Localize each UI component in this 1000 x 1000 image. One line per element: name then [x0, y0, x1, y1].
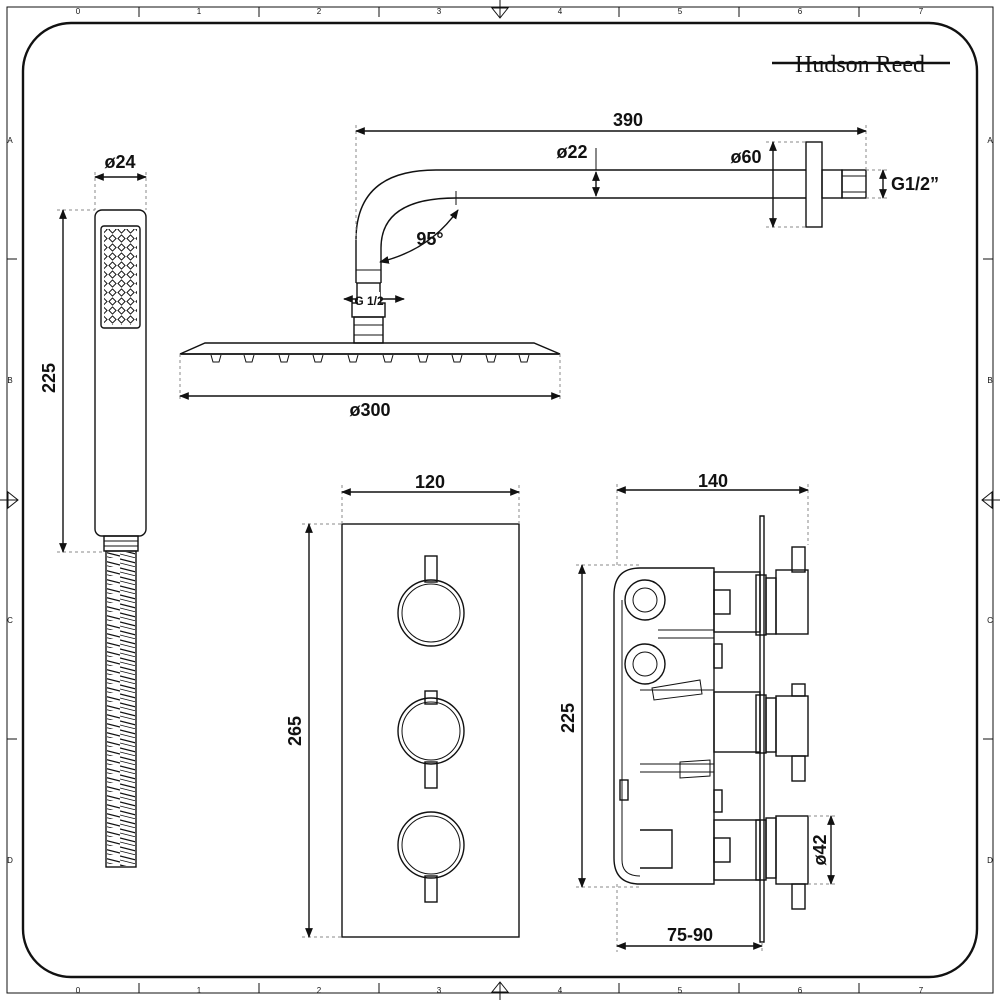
- svg-text:A: A: [987, 136, 993, 145]
- shower-head: [179, 342, 561, 363]
- frame-ticks: [7, 7, 993, 993]
- svg-text:3: 3: [437, 986, 442, 995]
- svg-text:D: D: [987, 856, 993, 865]
- svg-text:B: B: [987, 376, 992, 385]
- column-labels-bottom: 0 1 2 3 4 5 6 7: [76, 986, 924, 995]
- dim-valve-body-height: 225: [558, 564, 640, 888]
- svg-text:0: 0: [76, 7, 81, 16]
- svg-text:5: 5: [678, 986, 683, 995]
- svg-text:ø60: ø60: [730, 147, 761, 167]
- svg-text:3: 3: [437, 7, 442, 16]
- svg-text:140: 140: [698, 471, 728, 491]
- dim-wall-depth: 75-90: [616, 884, 763, 952]
- svg-text:4: 4: [558, 7, 563, 16]
- svg-text:265: 265: [285, 716, 305, 746]
- svg-text:95°: 95°: [416, 229, 443, 249]
- svg-text:C: C: [7, 616, 13, 625]
- svg-text:G 1/2: G 1/2: [354, 294, 384, 308]
- svg-text:6: 6: [798, 7, 803, 16]
- hand-shower: [94, 209, 147, 868]
- column-labels-top: 0 1 2 3 4 5 6 7: [76, 7, 924, 16]
- dim-wall-connection: G1/2”: [866, 169, 939, 199]
- dim-arm-length: 390: [355, 110, 867, 240]
- svg-text:1: 1: [197, 986, 202, 995]
- svg-text:2: 2: [317, 7, 322, 16]
- side-spindle-middle: [713, 683, 809, 782]
- svg-text:120: 120: [415, 472, 445, 492]
- dim-valve-height: 265: [285, 523, 342, 938]
- svg-text:390: 390: [613, 110, 643, 130]
- dim-head-connection: G 1/2: [343, 292, 405, 308]
- dim-arm-diameter: ø22: [540, 142, 600, 197]
- row-labels-right: A B C D: [987, 136, 993, 865]
- svg-text:7: 7: [919, 986, 924, 995]
- svg-text:2: 2: [317, 986, 322, 995]
- valve-front-view: [341, 523, 520, 938]
- svg-text:7: 7: [919, 7, 924, 16]
- svg-text:B: B: [7, 376, 12, 385]
- dim-valve-depth: 140: [616, 471, 809, 568]
- svg-text:ø42: ø42: [810, 834, 830, 865]
- valve-handle-middle: [397, 690, 465, 789]
- dim-handset-diameter: ø24: [94, 152, 147, 210]
- dim-valve-width: 120: [341, 472, 520, 524]
- svg-text:ø24: ø24: [104, 152, 135, 172]
- dim-flange-diameter: ø60: [730, 141, 806, 228]
- brand-name: Hudson Reed: [795, 52, 925, 78]
- side-spindle-bottom: [713, 815, 809, 910]
- shower-arm: [355, 141, 867, 284]
- svg-text:4: 4: [558, 986, 563, 995]
- valve-side-view: [613, 515, 809, 943]
- svg-text:ø22: ø22: [556, 142, 587, 162]
- svg-text:5: 5: [678, 7, 683, 16]
- svg-text:1: 1: [197, 7, 202, 16]
- svg-text:G1/2”: G1/2”: [891, 174, 939, 194]
- shower-head-nozzles: [210, 354, 530, 363]
- svg-text:D: D: [7, 856, 13, 865]
- row-labels-left: A B C D: [7, 136, 13, 865]
- svg-text:0: 0: [76, 986, 81, 995]
- inlet-ports: [624, 579, 666, 685]
- valve-handle-bottom: [397, 811, 465, 903]
- brand-logo: Hudson Reed: [772, 52, 950, 78]
- dim-handset-length: 225: [39, 209, 104, 553]
- svg-text:A: A: [7, 136, 13, 145]
- svg-text:ø300: ø300: [349, 400, 390, 420]
- valve-body-bands: [619, 589, 731, 869]
- svg-text:C: C: [987, 616, 993, 625]
- svg-text:75-90: 75-90: [667, 925, 713, 945]
- dim-head-diameter: ø300: [179, 354, 561, 420]
- dim-arm-angle: 95°: [379, 209, 459, 264]
- wall-plate: [759, 515, 765, 943]
- svg-text:225: 225: [39, 363, 59, 393]
- svg-text:6: 6: [798, 986, 803, 995]
- dim-handle-diameter: ø42: [808, 815, 836, 885]
- valve-handle-top: [397, 555, 465, 647]
- svg-text:225: 225: [558, 703, 578, 733]
- side-spindle-top: [713, 546, 809, 636]
